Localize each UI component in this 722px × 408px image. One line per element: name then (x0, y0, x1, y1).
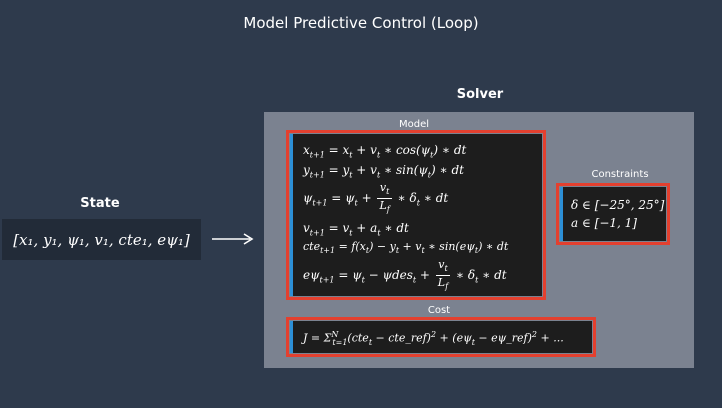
cost-equation-box: J = ΣNt=1(ctet − cte_ref)2 + (eψt − eψ_r… (290, 321, 592, 353)
model-equations-box: xt+1 = xt + vt ∗ cos(ψt) ∗ dt yt+1 = yt … (290, 134, 542, 296)
model-equation-v: vt+1 = vt + at ∗ dt (303, 221, 409, 238)
model-label: Model (398, 119, 430, 130)
constraint-steering: δ ∈ [−25°, 25°] (571, 198, 665, 212)
constraints-box: δ ∈ [−25°, 25°] a ∈ [−1, 1] (560, 187, 666, 241)
cost-label: Cost (427, 305, 451, 316)
state-label: State (80, 196, 120, 211)
diagram-title: Model Predictive Control (Loop) (243, 14, 479, 32)
model-equation-cte: ctet+1 = f(xt) − yt + vt ∗ sin(eψt) ∗ dt (303, 240, 509, 256)
state-to-solver-arrow (212, 233, 254, 245)
solver-panel: Model xt+1 = xt + vt ∗ cos(ψt) ∗ dt yt+1… (264, 112, 694, 368)
constraints-highlight-frame (556, 183, 670, 245)
constraints-label: Constraints (591, 169, 649, 180)
model-equation-y: yt+1 = yt + vt ∗ sin(ψt) ∗ dt (303, 163, 464, 180)
state-vector-box: [x₁, y₁, ψ₁, v₁, cte₁, eψ₁] (2, 219, 201, 260)
solver-label: Solver (456, 87, 504, 102)
model-equation-x: xt+1 = xt + vt ∗ cos(ψt) ∗ dt (303, 143, 467, 160)
constraint-acceleration: a ∈ [−1, 1] (571, 216, 637, 230)
state-vector: [x₁, y₁, ψ₁, v₁, cte₁, eψ₁] (13, 230, 190, 249)
cost-highlight-frame (286, 317, 596, 357)
model-highlight-frame (286, 130, 546, 300)
cost-equation: J = ΣNt=1(ctet − cte_ref)2 + (eψt − eψ_r… (303, 330, 564, 347)
